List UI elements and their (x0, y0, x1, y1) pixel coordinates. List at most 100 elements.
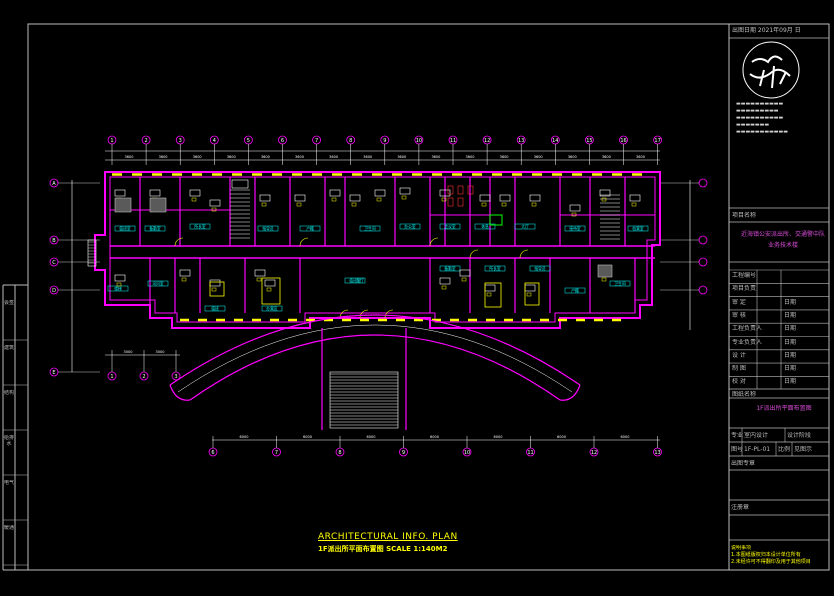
cabinet (597, 264, 613, 278)
dimension-text: 3600 (636, 155, 645, 159)
signoff-label: 给排水 (3, 435, 14, 447)
row-value: 日期 (784, 338, 797, 346)
row-value: 日期 (784, 311, 797, 319)
room-label: 备勤室 (444, 266, 456, 271)
room-tag (627, 225, 649, 232)
grid-label: 17 (654, 138, 660, 144)
floor-plan: 1360023600336004360053600636007360083600… (49, 135, 708, 457)
grid-bubble (698, 178, 708, 188)
room-label: 大厅 (356, 277, 364, 283)
company-line: ▬▬▬▬▬▬▬▬▬▬ (736, 101, 784, 107)
dimension-text: 3600 (261, 155, 270, 159)
title-block-grid (729, 37, 829, 541)
chair (376, 197, 382, 202)
chair (526, 292, 532, 297)
signoff-label: 结构 (3, 390, 14, 396)
row-value: 日期 (784, 351, 797, 359)
door-swing (299, 237, 309, 247)
dimension-text: 3600 (466, 155, 475, 159)
grid-label: 11 (527, 450, 533, 456)
chair (441, 285, 447, 290)
room-label: 所长室 (489, 266, 501, 271)
chair (501, 202, 507, 207)
chair (261, 202, 267, 207)
chair (211, 287, 217, 292)
grid-label: 8 (349, 138, 352, 144)
signoff-label: 暖通 (3, 525, 14, 531)
desk (399, 187, 411, 195)
room-tag (257, 225, 279, 232)
row-label: 设 计 (732, 351, 746, 359)
row-value: 日期 (784, 325, 797, 333)
drawing-number-label: 图号 (731, 446, 744, 453)
grid-label: 3 (174, 374, 177, 380)
desk (114, 189, 126, 197)
room-tag (474, 223, 496, 230)
table (209, 281, 225, 297)
desk (209, 199, 221, 207)
desk (439, 189, 451, 197)
desk (349, 194, 361, 202)
grid-label: 7 (275, 450, 278, 456)
grid-label: 11 (450, 138, 456, 144)
dimension-text: 3600 (500, 155, 509, 159)
company-line: ▬▬▬▬▬▬▬▬▬ (736, 108, 779, 114)
desk (179, 269, 191, 277)
room-tag (529, 265, 551, 272)
room-label: 户籍 (306, 226, 314, 231)
chair (481, 202, 487, 207)
dimension-text: 6000 (240, 435, 249, 439)
toilet-fixture (457, 197, 464, 207)
signoff-strip (3, 339, 28, 566)
grid-label: 1 (110, 138, 113, 144)
grid-label: 3 (179, 138, 182, 144)
chair (401, 195, 407, 200)
grid-label: 4 (213, 138, 216, 144)
cabinet (149, 197, 167, 213)
company-name-block: ▬▬▬▬▬▬▬▬▬▬ ▬▬▬▬▬▬▬▬▬ ▬▬▬▬▬▬▬▬▬▬ ▬▬▬▬▬▬▬ … (736, 101, 826, 136)
room-label: 讯问室 (152, 281, 164, 286)
seal-label: 注册章 (731, 504, 750, 511)
room-tag (299, 225, 321, 232)
cabinet (114, 197, 132, 213)
room-tag (147, 280, 169, 287)
grid-label: 13 (518, 138, 524, 144)
toilet-fixture (447, 197, 454, 207)
desk (569, 204, 581, 212)
room-label: 档案室 (632, 226, 644, 231)
desk (259, 194, 271, 202)
room-label: 所长室 (194, 224, 206, 229)
room-label: 会议室 (444, 224, 456, 229)
canopy-arc (177, 324, 573, 393)
grid-label: 16 (620, 138, 626, 144)
grid-label: 2 (142, 374, 145, 380)
room-tag (484, 265, 506, 272)
room-tag (564, 287, 586, 294)
desk (189, 189, 201, 197)
grid-label: B (52, 238, 56, 244)
door-swing (384, 309, 394, 319)
company-line: ▬▬▬▬▬▬▬▬▬▬▬ (736, 129, 788, 135)
chair (631, 202, 637, 207)
room-label: 休息 (481, 224, 489, 229)
chair (116, 282, 122, 287)
row-label: 制 图 (732, 365, 746, 373)
chair (571, 212, 577, 217)
chair (486, 292, 492, 297)
canopy-end (169, 384, 191, 401)
desk (209, 279, 221, 287)
exterior-wall (94, 171, 661, 329)
toilet-fixture (457, 185, 464, 195)
grid-label: 8 (338, 450, 341, 456)
grid-label: 6 (211, 450, 214, 456)
row-label: 工程编号 (732, 272, 757, 279)
desk (374, 189, 386, 197)
grid-label: D (52, 288, 56, 294)
project-label: 项目名称 (732, 212, 757, 219)
discipline-label: 专业 (731, 432, 744, 439)
project-name: 近海镇公安派出所、交通警中队业务技术楼 (740, 231, 825, 249)
room-tag (261, 305, 283, 312)
room-tag (609, 280, 631, 287)
